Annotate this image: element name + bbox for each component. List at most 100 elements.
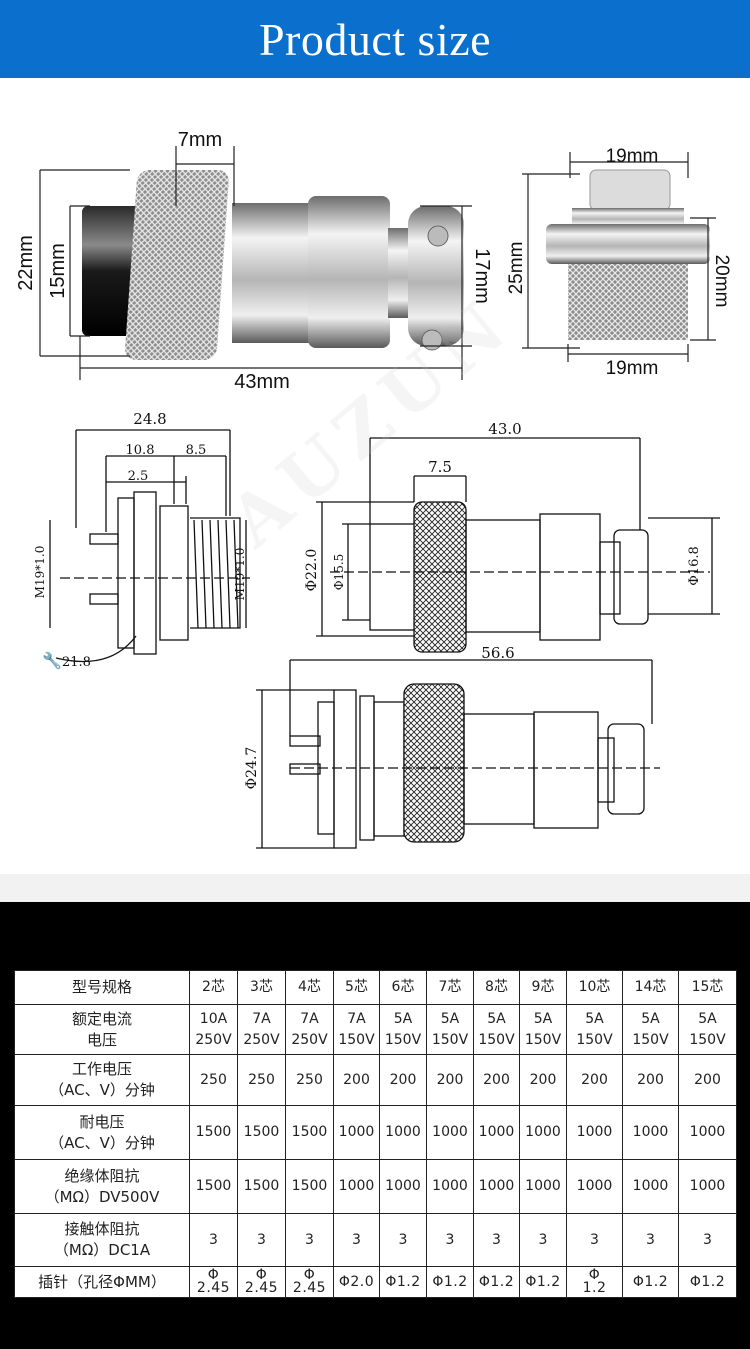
header-cell: 6芯 [379, 970, 427, 1005]
table-cell: 1000 [426, 1159, 474, 1214]
table-row-contact-resistance: 接触体阻抗（MΩ）DC1A 3 3 3 3 3 3 3 3 3 3 3 [14, 1213, 737, 1267]
header-cell: 10芯 [566, 970, 623, 1005]
plug-photo [82, 170, 464, 360]
table-cell: 200 [678, 1054, 737, 1106]
table-cell: 3 [426, 1213, 474, 1267]
plug-drawing [316, 437, 720, 653]
socket-dim-c: 2.5 [128, 469, 149, 484]
table-cell: 200 [566, 1054, 623, 1106]
socket-dim-b: 8.5 [186, 443, 207, 458]
plug-dia-inner: Φ15.5 [332, 554, 346, 591]
plug-right-dim: 17mm [471, 248, 493, 304]
table-cell: 3 [473, 1213, 520, 1267]
table-row-withstand-voltage: 耐电压（AC、V）分钟 1500 1500 1500 1000 1000 100… [14, 1105, 737, 1160]
table-cell: 250 [189, 1054, 238, 1106]
header-cell: 型号规格 [14, 970, 190, 1005]
socket-right-dim: 20mm [711, 255, 732, 308]
section-divider [0, 874, 750, 902]
row-label: 接触体阻抗（MΩ）DC1A [14, 1213, 190, 1267]
assembly-total-dim: 56.6 [481, 644, 514, 662]
header-cell: 8芯 [473, 970, 520, 1005]
table-cell: 1500 [237, 1159, 286, 1214]
table-cell: 1000 [622, 1159, 679, 1214]
table-row-working-voltage: 工作电压（AC、V）分钟 250 250 250 200 200 200 200… [14, 1054, 737, 1106]
table-cell: 1500 [285, 1105, 334, 1160]
table-cell: 1000 [678, 1159, 737, 1214]
table-cell: 1000 [473, 1105, 520, 1160]
plug-total-dim: 43.0 [488, 420, 521, 438]
table-cell: 250 [285, 1054, 334, 1106]
table-cell: 3 [379, 1213, 427, 1267]
socket-bottom-dim: 19mm [606, 358, 659, 379]
technical-drawings: 24.8 10.8 8.5 2.5 M19*1.0 M19*1.0 🔧 21.8… [33, 410, 720, 849]
socket-total-dim: 24.8 [133, 410, 166, 428]
row-label: 工作电压（AC、V）分钟 [14, 1054, 190, 1106]
table-cell: 250 [237, 1054, 286, 1106]
table-cell: 200 [426, 1054, 474, 1106]
table-cell: Φ1.2 [473, 1266, 520, 1298]
table-cell: 200 [473, 1054, 520, 1106]
table-cell: 1500 [189, 1159, 238, 1214]
socket-dimension-lines [522, 152, 716, 362]
socket-thread-right: M19*1.0 [233, 548, 247, 601]
table-cell: 200 [622, 1054, 679, 1106]
socket-left-dim: 25mm [506, 242, 527, 295]
row-label: 耐电压（AC、V）分钟 [14, 1105, 190, 1160]
table-cell: 3 [189, 1213, 238, 1267]
header-cell: 7芯 [426, 970, 474, 1005]
header-cell: 9芯 [519, 970, 567, 1005]
table-cell: 1000 [333, 1105, 380, 1160]
table-cell: 1000 [473, 1159, 520, 1214]
table-cell: 1000 [379, 1105, 427, 1160]
table-cell: 3 [622, 1213, 679, 1267]
plug-left-inner-dim: 15mm [47, 243, 69, 299]
table-cell: 1000 [566, 1159, 623, 1214]
page-title: Product size [258, 13, 492, 65]
table-cell: Φ1.2 [379, 1266, 427, 1298]
table-cell: Φ1.2 [519, 1266, 567, 1298]
table-cell: 3 [519, 1213, 567, 1267]
table-cell: 1000 [566, 1105, 623, 1160]
socket-drawing [49, 429, 250, 663]
socket-wrench-dim: 21.8 [62, 655, 91, 670]
plug-bottom-dim: 43mm [234, 371, 290, 393]
table-cell: 1000 [379, 1159, 427, 1214]
row-label: 额定电流电压 [14, 1004, 190, 1055]
socket-thread-left: M19*1.0 [33, 546, 47, 599]
assembly-drawing [256, 659, 660, 849]
table-cell: 3 [333, 1213, 380, 1267]
table-cell: 1000 [678, 1105, 737, 1160]
table-row-insulation-resistance: 绝缘体阻抗（MΩ）DV500V 1500 1500 1500 1000 1000… [14, 1159, 737, 1214]
table-cell: 1000 [519, 1159, 567, 1214]
header-cell: 3芯 [237, 970, 286, 1005]
table-cell: 200 [333, 1054, 380, 1106]
socket-dim-a: 10.8 [126, 443, 155, 458]
header-cell: 4芯 [285, 970, 334, 1005]
table-cell: 1000 [622, 1105, 679, 1160]
plug-knurl-dim: 7.5 [428, 458, 452, 476]
header-cell: 2芯 [189, 970, 238, 1005]
table-cell: 3 [237, 1213, 286, 1267]
plug-dimension-lines [39, 146, 472, 380]
row-label: 插针（孔径ΦMM） [14, 1266, 190, 1298]
table-cell: Φ1.2 [678, 1266, 737, 1298]
table-cell: 1000 [333, 1159, 380, 1214]
table-cell: 3 [566, 1213, 623, 1267]
table-cell: 3 [678, 1213, 737, 1267]
